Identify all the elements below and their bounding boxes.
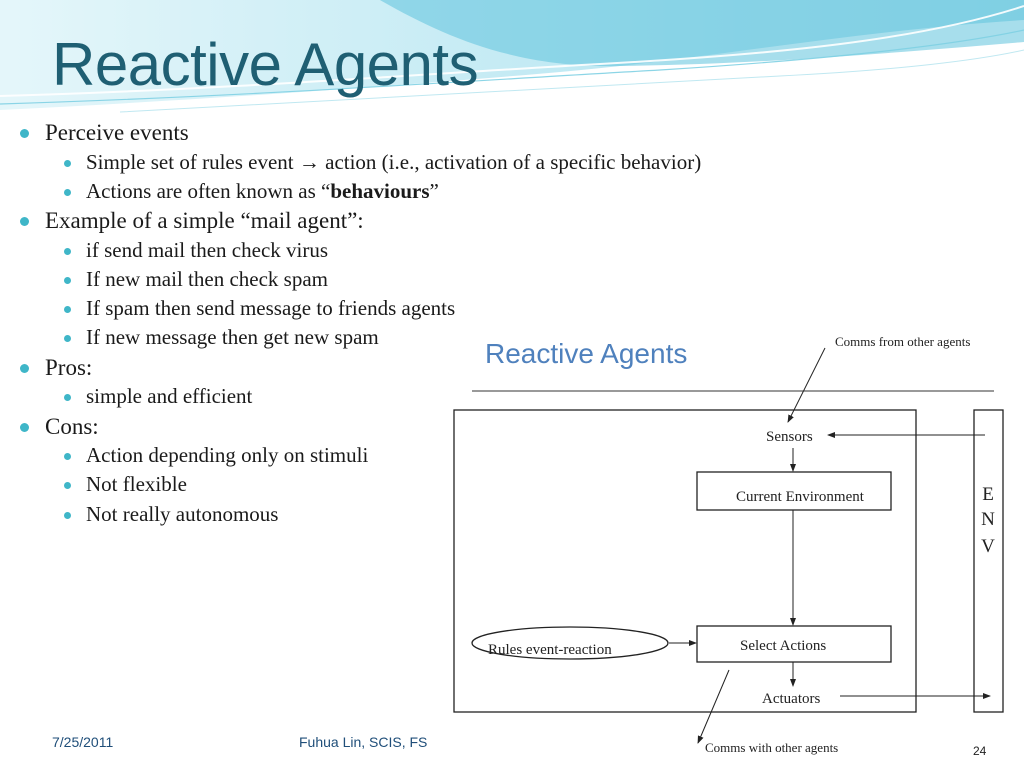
env-box [973,409,1004,713]
sub-bullet-item: If spam then send message to friends age… [16,294,896,323]
sub-bullet-item: Not flexible [16,470,896,499]
reactive-agents-diagram: Reactive Agents Comms from other agents … [445,318,1024,768]
bullet-item: Pros: [16,353,896,383]
footer-author: Fuhua Lin, SCIS, FS [299,734,428,750]
bullet-text: Actions are often known as “ [86,178,331,203]
header-swoosh-decoration [0,0,1024,113]
comms-with-label: Comms with other agents [705,740,838,755]
actuators-label: Actuators [762,691,820,707]
rules-label: Rules event-reaction [488,642,612,658]
env-letter-e: E [982,484,994,505]
arrow-select-to-comms [697,669,730,744]
sub-bullet-item: Not really autonomous [16,500,896,529]
sub-bullet-item: simple and efficient [16,382,896,411]
rules-ellipse [471,626,669,660]
bullet-item: Cons: [16,412,896,442]
current-environment-label: Current Environment [736,489,865,505]
agent-box [453,409,917,713]
current-environment-box [696,471,892,511]
select-actions-box [696,625,892,663]
env-letter-v: V [981,536,995,557]
bullet-bold-text: behaviours [330,178,430,203]
arrow-comms-to-sensors [787,347,826,423]
select-actions-label: Select Actions [740,638,826,654]
bullet-item: Example of a simple “mail agent”: [16,206,896,236]
slide-title: Reactive Agents [52,31,479,98]
comms-from-label: Comms from other agents [835,334,970,349]
bullet-text: ” [429,178,439,203]
sub-bullet-item: Action depending only on stimuli [16,441,896,470]
diagram-title: Reactive Agents [485,338,687,369]
bullet-item: Perceive events [16,118,896,148]
env-letter-n: N [981,509,995,530]
sub-bullet-item: If new message then get new spam [16,323,896,352]
bullet-list: Perceive events Simple set of rules even… [16,118,896,529]
page-number: 24 [973,744,987,758]
sensors-label: Sensors [766,429,813,445]
sub-bullet-item: Simple set of rules event → action (i.e.… [16,148,896,177]
sub-bullet-item: Actions are often known as “behaviours” [16,177,896,206]
sub-bullet-item: If new mail then check spam [16,265,896,294]
sub-bullet-item: if send mail then check virus [16,236,896,265]
footer-date: 7/25/2011 [52,734,114,750]
